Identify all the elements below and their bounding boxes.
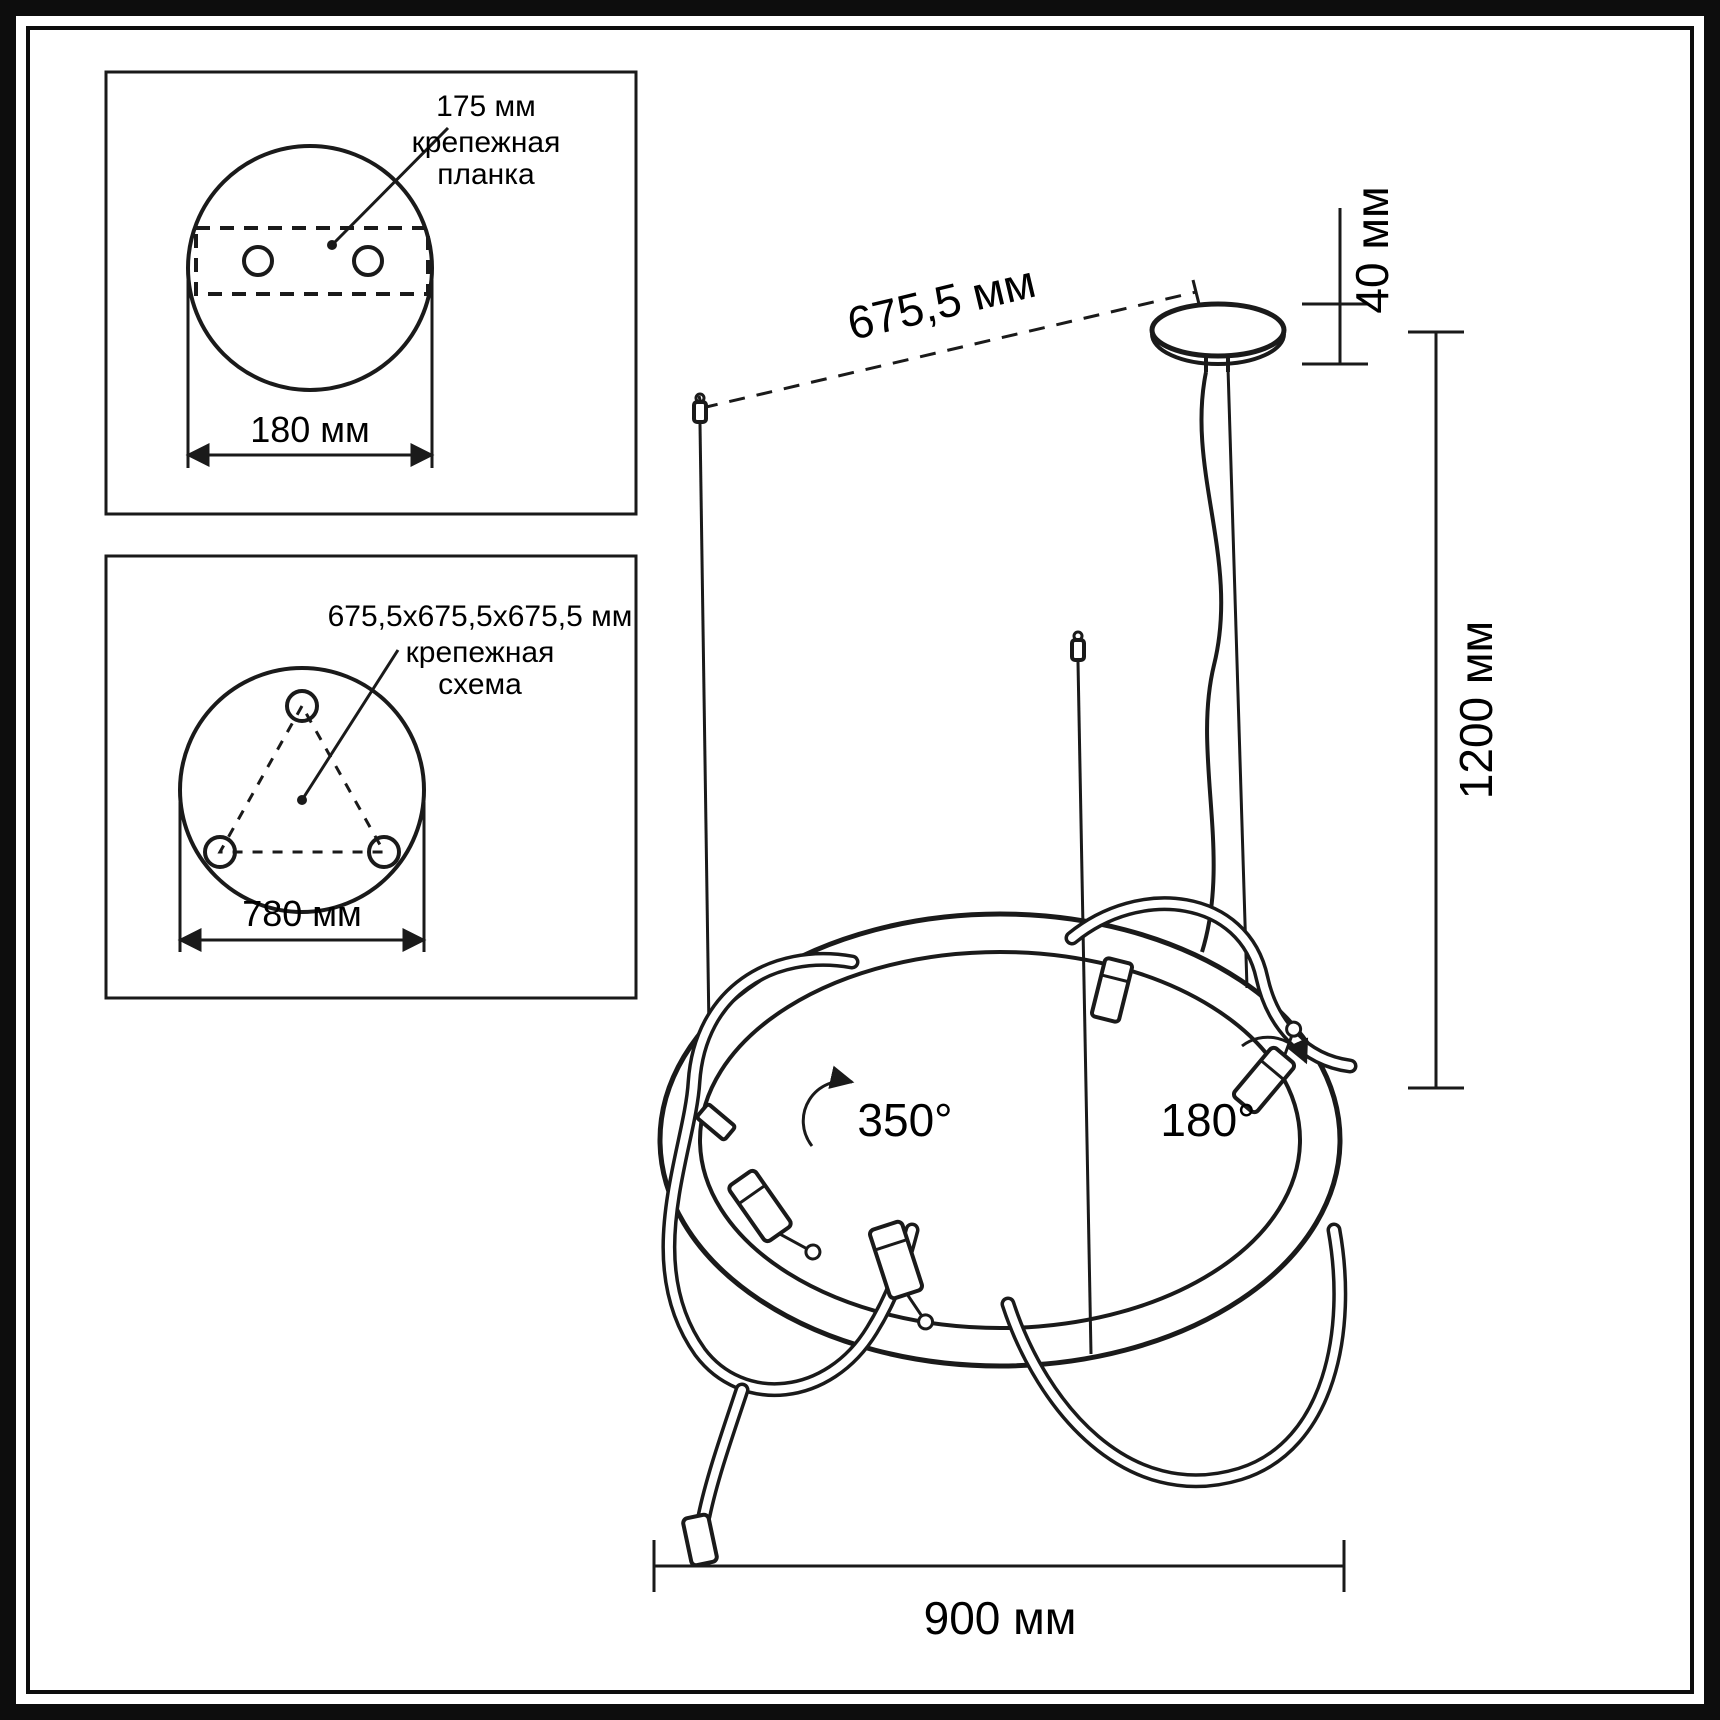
mounting-scheme-detail: 675,5x675,5x675,5 мм крепежная схема 780…	[104, 554, 638, 1000]
canopy-top	[1149, 301, 1287, 359]
cable-fitting	[1070, 638, 1086, 662]
leader-line	[300, 649, 400, 801]
left-cable	[698, 423, 711, 1031]
rotation-annotations: 350° 180°	[801, 1035, 1309, 1147]
ring-outer-edge	[657, 911, 1343, 1369]
scheme-label-line2: схема	[438, 668, 522, 701]
detail-box-border	[104, 554, 638, 1000]
scheme-label-line1: крепежная	[406, 636, 555, 669]
ring-plan-outline	[178, 666, 426, 914]
cup-diameter-dim: 180 мм	[250, 409, 370, 450]
spot-pivot	[1285, 1020, 1303, 1038]
spot-body	[1090, 956, 1134, 1024]
spot-lens-line	[1100, 973, 1129, 984]
plate-length-label: 175 мм	[436, 90, 536, 123]
spot-pivot	[804, 1243, 822, 1261]
plate-label-line1: крепежная	[412, 126, 561, 159]
mounting-plate-detail: 175 мм крепежная планка 180 мм	[104, 70, 638, 516]
spotlight-left	[727, 1168, 822, 1261]
mounting-plate-dashed	[194, 226, 430, 296]
cable-span-dimension: 675,5 мм	[697, 255, 1201, 421]
tube-end-cap-body	[681, 1512, 719, 1568]
screw-hole	[242, 245, 274, 277]
tube-end-cap	[681, 1512, 719, 1568]
right-cable	[1226, 367, 1249, 989]
canopy-height-text: 40 мм	[1346, 186, 1398, 313]
spot-lens-line	[874, 1238, 908, 1252]
pendant-lamp-side-view: 675,5 мм 40 мм 1200 мм	[652, 186, 1502, 1644]
spot-pivot	[917, 1313, 935, 1331]
dim-tick	[1191, 279, 1201, 305]
tube-tail-core	[700, 1386, 746, 1520]
cable-fitting	[692, 400, 708, 424]
canopy-height-dimension: 40 мм	[1302, 186, 1398, 366]
span-dashed-line	[701, 290, 1197, 410]
mounting-triangle-dashed	[217, 702, 387, 854]
middle-cable	[1076, 661, 1093, 1355]
tube-left-loop-core	[664, 955, 916, 1394]
right-rotation-text: 180°	[1160, 1094, 1255, 1146]
spotlight-top	[1090, 956, 1134, 1024]
ceiling-cup-outline	[186, 144, 434, 392]
ring-width-dimension: 900 мм	[652, 1540, 1346, 1644]
spotlight-bottom	[868, 1219, 935, 1331]
ring-inner-edge	[698, 950, 1302, 1330]
canopy-rim	[1150, 333, 1286, 366]
drop-height-text: 1200 мм	[1450, 621, 1502, 799]
scheme-spacing-label: 675,5x675,5x675,5 мм	[328, 600, 633, 633]
scheme-diameter-dim: 780 мм	[242, 893, 362, 934]
plate-label-line2: планка	[437, 158, 535, 191]
drop-height-dimension: 1200 мм	[1408, 330, 1502, 1090]
screw-hole	[352, 245, 384, 277]
lamp-ring	[657, 911, 1343, 1369]
tube-right-swag-core	[1004, 1226, 1344, 1485]
spotlight-right	[1231, 1020, 1303, 1115]
spot-stem	[905, 1293, 925, 1320]
spot-lens-line	[1259, 1059, 1285, 1081]
suspension-cables	[692, 367, 1249, 1355]
ring-width-text: 900 мм	[924, 1592, 1077, 1644]
attachment-hole	[367, 835, 401, 869]
spot-stem	[778, 1232, 808, 1251]
attachment-hole	[285, 689, 319, 723]
spot-lens-line	[738, 1184, 766, 1205]
ceiling-canopy	[1149, 301, 1287, 372]
ring-mount-cylinder	[695, 1102, 737, 1142]
leader-line	[330, 126, 450, 247]
spotlights	[695, 956, 1303, 1331]
rotation-arrow-left	[801, 1065, 855, 1147]
power-cord-wavy	[1199, 371, 1224, 953]
detail-box-border	[104, 70, 638, 516]
mount-body	[695, 1102, 737, 1142]
rotation-arrow-right	[1241, 1035, 1309, 1065]
left-rotation-text: 350°	[857, 1094, 952, 1146]
